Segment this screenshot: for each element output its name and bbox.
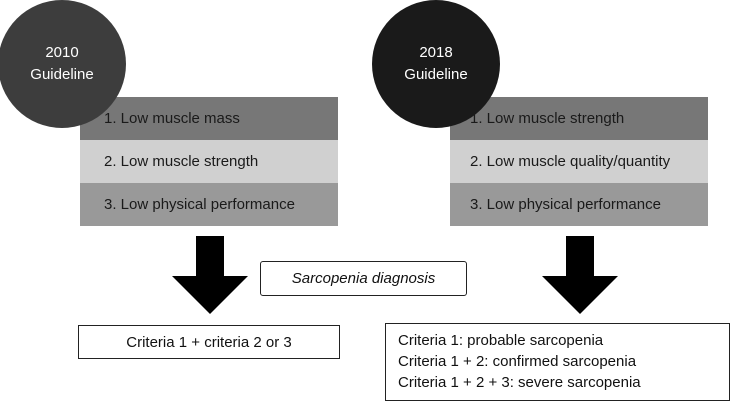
right-result-box: Criteria 1: probable sarcopenia Criteria… bbox=[385, 323, 730, 401]
right-result-line-3: Criteria 1 + 2 + 3: severe sarcopenia bbox=[398, 374, 641, 391]
left-down-arrow-icon bbox=[172, 236, 248, 314]
right-result-line-1: Criteria 1: probable sarcopenia bbox=[398, 332, 604, 349]
left-criteria-item-1: 1. Low muscle mass bbox=[80, 97, 338, 140]
left-criteria-item-2: 2. Low muscle strength bbox=[80, 140, 338, 183]
guideline-2010-circle: 2010 Guideline bbox=[0, 0, 126, 128]
guideline-2010-year: 2010 bbox=[45, 44, 79, 61]
right-down-arrow-icon bbox=[542, 236, 618, 314]
right-criteria-list: 1. Low muscle strength 2. Low muscle qua… bbox=[450, 97, 708, 226]
left-criteria-list: 1. Low muscle mass 2. Low muscle strengt… bbox=[80, 97, 338, 226]
sarcopenia-diagnosis-text: Sarcopenia diagnosis bbox=[291, 270, 436, 287]
sarcopenia-diagnosis-label: Sarcopenia diagnosis bbox=[260, 261, 467, 296]
left-criteria-item-3: 3. Low physical performance bbox=[80, 183, 338, 226]
right-result-line-2: Criteria 1 + 2: confirmed sarcopenia bbox=[398, 353, 637, 370]
left-result-box: Criteria 1 + criteria 2 or 3 bbox=[78, 325, 340, 359]
right-criteria-item-1: 1. Low muscle strength bbox=[450, 97, 708, 140]
guideline-2018-label: Guideline bbox=[404, 66, 468, 83]
right-criteria-item-2: 2. Low muscle quality/quantity bbox=[450, 140, 708, 183]
left-result-text: Criteria 1 + criteria 2 or 3 bbox=[126, 333, 292, 351]
right-criteria-item-3: 3. Low physical performance bbox=[450, 183, 708, 226]
guideline-2018-circle: 2018 Guideline bbox=[372, 0, 500, 128]
guideline-2010-label: Guideline bbox=[30, 66, 94, 83]
guideline-2018-year: 2018 bbox=[419, 44, 453, 61]
